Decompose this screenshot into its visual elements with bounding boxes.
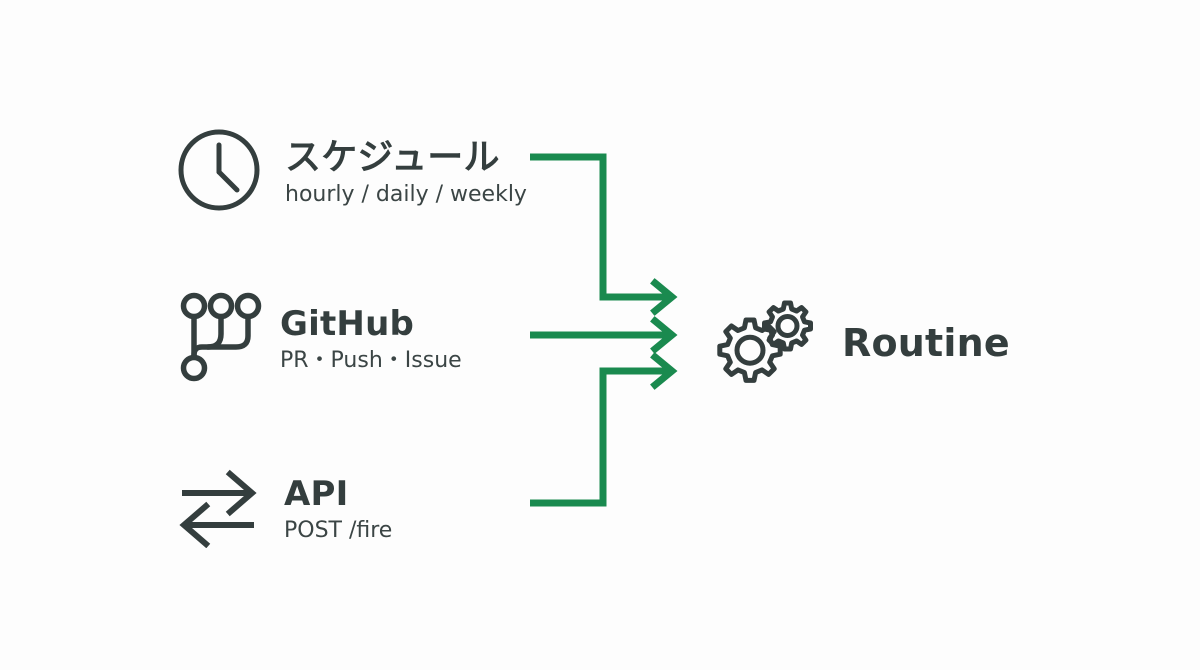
arrowhead-api [650,352,678,390]
clock-icon [176,124,262,220]
api-title: API [284,473,349,514]
target-node-routine: Routine [716,296,1010,392]
source-node-schedule: スケジュール hourly / daily / weekly [176,124,527,220]
source-node-github: GitHub PR・Push・Issue [180,292,462,386]
arrowhead-schedule [650,278,678,316]
gears-icon [716,296,816,392]
edge-schedule-to-routine [530,153,668,301]
bidirectional-arrows-icon [176,466,260,552]
routine-labels: Routine [842,321,1010,366]
source-node-api: API POST /fire [176,466,392,552]
schedule-subtitle: hourly / daily / weekly [285,181,527,207]
github-subtitle: PR・Push・Issue [280,348,462,374]
api-subtitle: POST /fire [284,518,393,544]
schedule-title: スケジュール [285,137,500,178]
routine-title: Routine [842,321,1010,366]
edge-api-to-routine [530,367,668,507]
git-branch-icon [180,292,262,386]
api-labels: API POST /fire [284,473,393,544]
arrowhead-github [650,316,678,354]
schedule-labels: スケジュール hourly / daily / weekly [285,139,527,207]
github-title: GitHub [280,303,415,344]
github-labels: GitHub PR・Push・Issue [280,303,462,374]
